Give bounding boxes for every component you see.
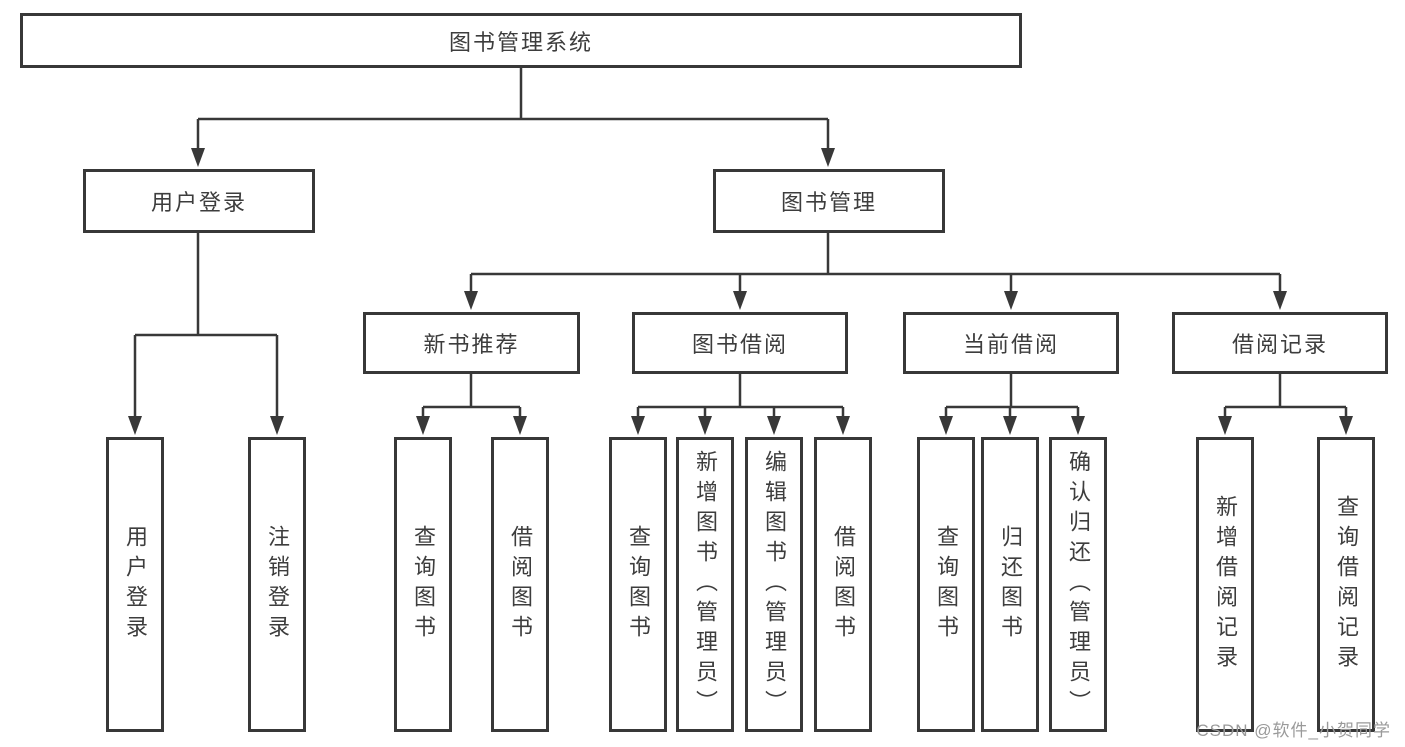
leaf-return-books-label: 归还图书: [998, 524, 1023, 645]
leaf-add-books-admin-label: 新增图书（管理员）: [693, 449, 718, 720]
node-current-borrow: 当前借阅: [903, 312, 1119, 374]
watermark: CSDN @软件_小贺同学: [1196, 721, 1391, 740]
node-new-book-recommend: 新书推荐: [363, 312, 580, 374]
node-borrow-records: 借阅记录: [1172, 312, 1388, 374]
leaf-borrow-query-books-label: 查询图书: [626, 524, 651, 645]
leaf-confirm-return-admin-label: 确认归还（管理员）: [1066, 449, 1091, 720]
leaf-borrow-books-label: 借阅图书: [831, 524, 856, 645]
leaf-recommend-borrow-books: 借阅图书: [491, 437, 549, 732]
node-user-login-label: 用户登录: [150, 190, 247, 215]
arrowhead-icons: [128, 148, 1353, 435]
leaf-recommend-query-books-label: 查询图书: [411, 524, 436, 645]
node-book-borrow: 图书借阅: [632, 312, 848, 374]
leaf-edit-books-admin-label: 编辑图书（管理员）: [762, 449, 787, 720]
leaf-query-borrow-record-label: 查询借阅记录: [1334, 494, 1359, 675]
leaf-recommend-borrow-books-label: 借阅图书: [508, 524, 533, 645]
node-borrow-records-label: 借阅记录: [1231, 332, 1328, 357]
leaf-recommend-query-books: 查询图书: [394, 437, 452, 732]
node-root-label: 图书管理系统: [448, 29, 593, 55]
leaf-logout: 注销登录: [248, 437, 306, 732]
leaf-add-borrow-record: 新增借阅记录: [1196, 437, 1254, 732]
leaf-user-login: 用户登录: [106, 437, 164, 732]
leaf-query-borrow-record: 查询借阅记录: [1317, 437, 1375, 732]
leaf-user-login-label: 用户登录: [123, 524, 148, 645]
leaf-logout-label: 注销登录: [265, 524, 290, 645]
leaf-return-books: 归还图书: [981, 437, 1039, 732]
node-book-management: 图书管理: [713, 169, 945, 233]
leaf-add-books-admin: 新增图书（管理员）: [676, 437, 734, 732]
leaf-current-query-books-label: 查询图书: [934, 524, 959, 645]
node-root: 图书管理系统: [20, 13, 1022, 68]
node-user-login: 用户登录: [83, 169, 315, 233]
leaf-borrow-query-books: 查询图书: [609, 437, 667, 732]
node-book-borrow-label: 图书借阅: [691, 332, 788, 357]
node-new-book-recommend-label: 新书推荐: [423, 332, 520, 357]
node-current-borrow-label: 当前借阅: [962, 332, 1059, 357]
leaf-confirm-return-admin: 确认归还（管理员）: [1049, 437, 1107, 732]
node-book-management-label: 图书管理: [780, 190, 877, 215]
leaf-add-borrow-record-label: 新增借阅记录: [1213, 494, 1238, 675]
leaf-edit-books-admin: 编辑图书（管理员）: [745, 437, 803, 732]
leaf-current-query-books: 查询图书: [917, 437, 975, 732]
leaf-borrow-books: 借阅图书: [814, 437, 872, 732]
